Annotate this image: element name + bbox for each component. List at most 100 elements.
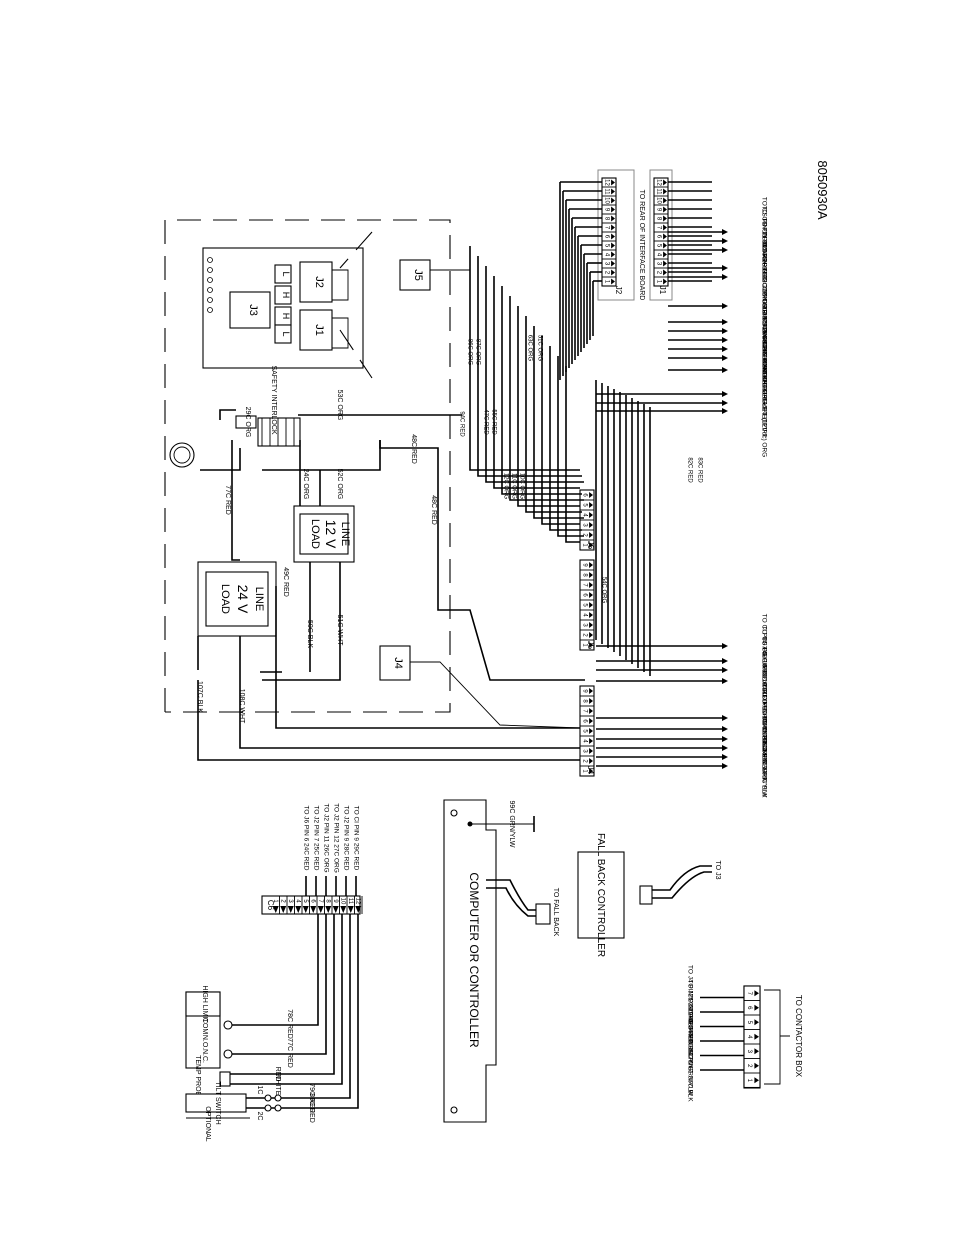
mid-wire-label: 10C ORG bbox=[518, 473, 524, 500]
c1-wire-label: TO J2 PIN 9 44C RED bbox=[686, 980, 693, 1045]
pin-number: 4 bbox=[581, 739, 587, 743]
svg-text:LINE: LINE bbox=[253, 587, 265, 611]
wire-bundle bbox=[469, 181, 728, 769]
j4-connector: J4 bbox=[379, 645, 411, 681]
svg-text:79C RED: 79C RED bbox=[308, 1083, 315, 1113]
pin-number: 3 bbox=[581, 623, 587, 627]
svg-text:24 V: 24 V bbox=[235, 585, 251, 614]
c1-wire-label: TO J4 PIN 5 23C RED bbox=[686, 965, 693, 1030]
c6-wire-label: TO J2 PIN 7 25C RED bbox=[312, 806, 319, 871]
grommet bbox=[169, 442, 195, 468]
mid-wire-label: 94C RED bbox=[458, 411, 464, 437]
right-wire-label: TO CI PIN 2 37C GRN/YLW bbox=[760, 717, 767, 799]
pin-number: 8 bbox=[581, 573, 587, 577]
control-board: J3 J2 J1 L H H L bbox=[202, 247, 364, 369]
fallback-controller: FALL BACK CONTROLLER bbox=[577, 833, 625, 957]
right-wire-label: TO CS PIN 12 32C ORG bbox=[760, 241, 767, 313]
right-wire-label: TO CI PIN 7 42C RED bbox=[760, 614, 767, 679]
right-wire-label: TO CI PIN 1 36C BLK bbox=[760, 734, 767, 798]
pin-number: 10 bbox=[603, 197, 609, 204]
right-wire-label: TO CS PIN 5 25C ORG bbox=[760, 288, 767, 356]
pin-number: 11 bbox=[603, 188, 609, 195]
label-50c: 50C BLK bbox=[306, 620, 313, 648]
pin-number: 3 bbox=[581, 749, 587, 753]
pin-number: 2 bbox=[746, 1064, 752, 1068]
right-wire-label: TO BASKET LIFT (12Vdc) ORG bbox=[760, 365, 767, 457]
svg-text:77C RED: 77C RED bbox=[286, 1038, 293, 1068]
right-wire-label: TO CS PIN 10 30C RED bbox=[760, 626, 767, 697]
pin-number: 2 bbox=[603, 271, 609, 275]
pin-number: 4 bbox=[581, 513, 587, 517]
j5-label: J5 bbox=[586, 641, 595, 650]
mid-wire-label: 55C RED bbox=[490, 409, 496, 435]
pin-number: 1 bbox=[655, 280, 661, 284]
terminal-com: COM bbox=[201, 1018, 208, 1035]
pin-number: 3 bbox=[746, 1050, 752, 1054]
pin-number: 6 bbox=[746, 1006, 752, 1010]
computer-title: COMPUTER OR CONTROLLER bbox=[467, 872, 481, 1048]
mid-wire-label: 47C RED bbox=[482, 409, 488, 435]
interface-j2-label: J2 bbox=[614, 286, 623, 295]
pin-number: 1 bbox=[581, 543, 587, 547]
mid-wire-label: 87C ORG bbox=[474, 339, 480, 366]
label-48c-b: 48C RED bbox=[430, 495, 437, 525]
transformer-24v: LOAD 24 V LINE bbox=[197, 561, 277, 637]
c1-wire-label: TO J2 PIN 8 43C RED bbox=[686, 994, 693, 1059]
pin-number: 5 bbox=[581, 503, 587, 507]
pin-number: 9 bbox=[581, 689, 587, 693]
interface-board-label: TO REAR OF INTERFACE BOARD bbox=[638, 190, 645, 301]
power-wiring bbox=[197, 409, 585, 761]
j6-label: J6 bbox=[586, 541, 595, 550]
pin-number: 5 bbox=[746, 1021, 752, 1025]
pin-number: 6 bbox=[655, 235, 661, 239]
pin-number: 4 bbox=[295, 899, 301, 903]
board-label-j3: J3 bbox=[247, 304, 259, 316]
pin-number: 2 bbox=[280, 899, 286, 903]
tilt-switch: TILT SWITCH OPTIONAL bbox=[185, 1081, 247, 1142]
high-limit-block: HIGH LIMIT COM N.O. N.C. bbox=[185, 985, 233, 1069]
pin-number: 9 bbox=[603, 208, 609, 212]
svg-text:WHITE: WHITE bbox=[274, 1073, 281, 1096]
svg-text:12 V: 12 V bbox=[323, 520, 339, 549]
pin-number: 8 bbox=[655, 217, 661, 221]
pin-number: 6 bbox=[310, 899, 316, 903]
pin-number: 11 bbox=[347, 898, 353, 905]
pin-number: 7 bbox=[746, 992, 752, 996]
pin-number: 8 bbox=[603, 217, 609, 221]
enclosure-outline bbox=[164, 219, 451, 713]
label-49c: 49C RED bbox=[282, 567, 289, 597]
pin-number: 12 bbox=[355, 898, 361, 905]
svg-text:LINE: LINE bbox=[339, 522, 351, 546]
relay-label-3: H bbox=[281, 313, 291, 320]
c6-wire-label: TO CI PIN 9 29C RED bbox=[352, 806, 359, 871]
right-wire-label: TO CI PIN 3 38C WHT bbox=[760, 715, 767, 781]
mid-wire-label: 83C RED bbox=[696, 457, 702, 483]
label-24c: 24C ORG bbox=[302, 469, 309, 500]
pin-number: 9 bbox=[655, 208, 661, 212]
pin-number: 5 bbox=[581, 729, 587, 733]
pin-number: 5 bbox=[655, 244, 661, 248]
svg-text:TEMP PROBE: TEMP PROBE bbox=[194, 1055, 201, 1101]
pin-number: 4 bbox=[746, 1035, 752, 1039]
svg-text:2C: 2C bbox=[256, 1112, 263, 1121]
pin-number: 8 bbox=[325, 899, 331, 903]
pin-number: 10 bbox=[340, 898, 346, 905]
svg-text:J4: J4 bbox=[392, 657, 404, 669]
pin-number: 6 bbox=[581, 493, 587, 497]
c6-wire-label: TO J6 PIN 6 24C RED bbox=[302, 806, 309, 871]
right-wire-label: TO CI PIN 4 39C RED bbox=[760, 317, 767, 382]
mid-wire-label: 12C ORG bbox=[502, 473, 508, 500]
right-wire-label: TO CI PIN 10 44C RED bbox=[760, 647, 767, 715]
relay-label-2: H bbox=[281, 292, 291, 299]
transformer-12v: LOAD 12 V LINE bbox=[293, 505, 355, 563]
temp-probe: TEMP PROBE bbox=[194, 1055, 231, 1101]
j4-label: J4 bbox=[586, 766, 595, 775]
pin-number: 1 bbox=[581, 769, 587, 773]
pin-number: 1 bbox=[581, 643, 587, 647]
